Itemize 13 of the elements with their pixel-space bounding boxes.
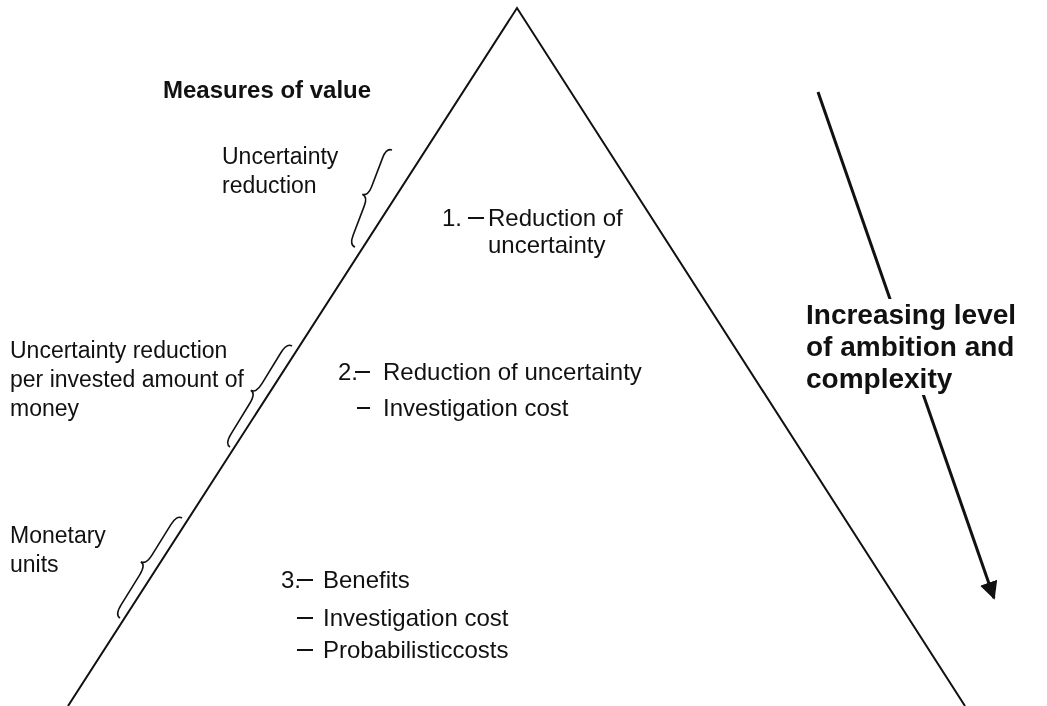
level-number: 3.: [281, 566, 301, 593]
level-number: 1.: [442, 204, 462, 231]
measure-label: Uncertainty reduction: [222, 142, 340, 200]
measure-label: Uncertainty reduction per invested amount of money: [10, 336, 245, 423]
heading: Measures of value: [163, 76, 372, 104]
list-item: Reduction of uncertainty: [488, 204, 623, 258]
level-number: 2.: [338, 358, 358, 385]
list-item: Investigation cost: [323, 604, 510, 631]
measure-label: Monetary units: [10, 521, 107, 579]
list-item: Benefits: [323, 566, 411, 593]
list-item: Investigation cost: [383, 394, 570, 421]
list-item: Reduction of uncertainty: [383, 358, 643, 385]
list-item: Probabilisticcosts: [323, 636, 510, 663]
